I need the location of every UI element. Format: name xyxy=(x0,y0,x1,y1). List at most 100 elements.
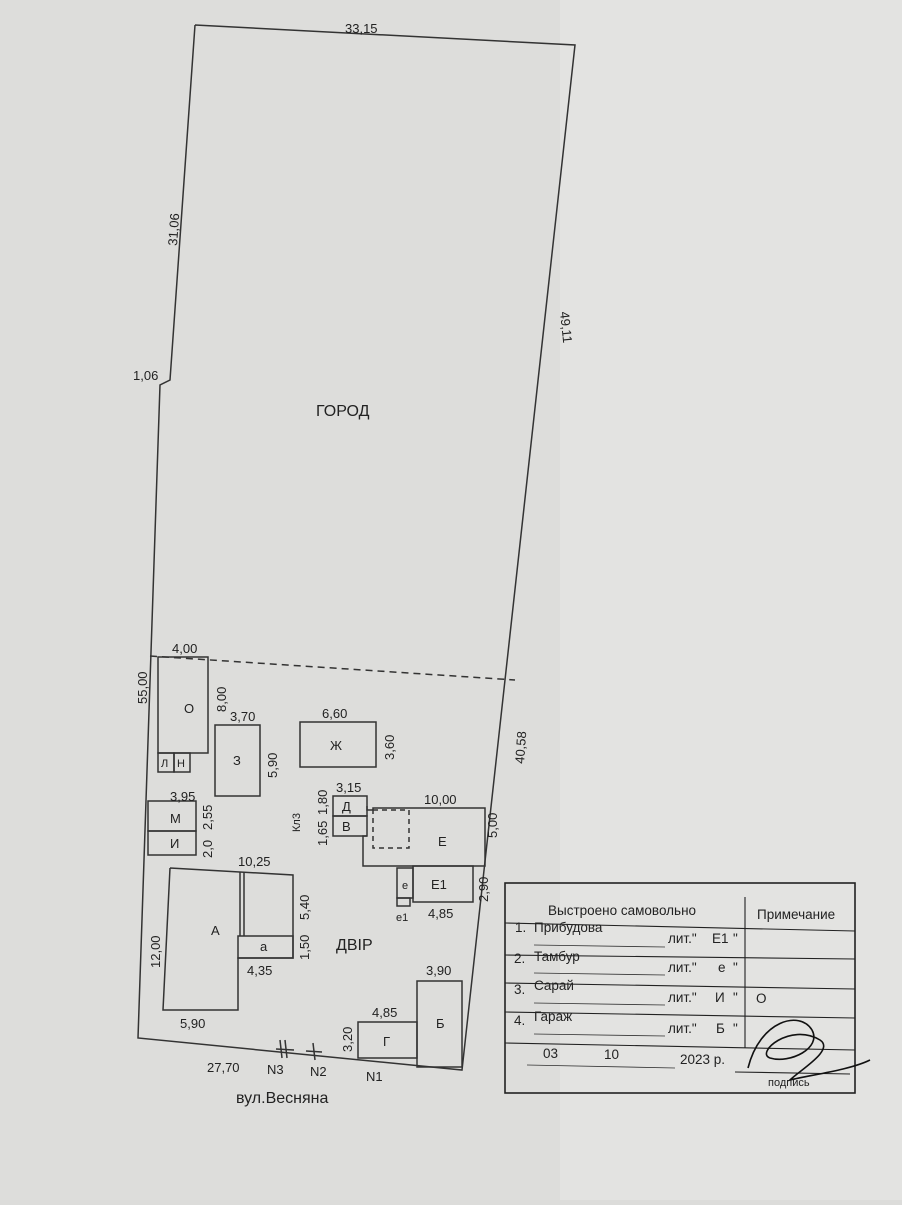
building-e1-height: 2,90 xyxy=(476,877,491,902)
table-row2-lit-suffix: " xyxy=(733,960,738,975)
building-e1-width: 4,85 xyxy=(428,906,453,921)
building-e1-label: Е1 xyxy=(431,877,447,892)
table-row-divider-4 xyxy=(504,1042,856,1051)
building-i xyxy=(147,830,197,856)
table-row1-name: Прибудова xyxy=(534,920,603,935)
row3-name-underline xyxy=(533,1002,666,1006)
building-m-label: М xyxy=(170,811,181,826)
marker-n1-label: N1 xyxy=(366,1069,383,1084)
marker-n3-label: N3 xyxy=(267,1062,284,1077)
building-g-label: Г xyxy=(383,1034,390,1049)
table-row4-name: Гараж xyxy=(534,1009,572,1024)
building-e-height: 5,00 xyxy=(485,813,500,838)
building-a-width: 10,25 xyxy=(238,854,271,869)
building-d-height: 1,80 xyxy=(315,790,330,815)
signature-line xyxy=(734,1071,851,1075)
table-row3-note: О xyxy=(756,991,767,1006)
dim-right-lower: 40,58 xyxy=(512,731,529,765)
paper-light-area xyxy=(560,0,902,1200)
dim-left-lower: 55,00 xyxy=(135,671,150,704)
dim-left-upper: 31,06 xyxy=(165,213,182,247)
building-m-width: 3,95 xyxy=(170,789,195,804)
dim-jog: 1,06 xyxy=(133,368,158,383)
marker-n2-label: N2 xyxy=(310,1064,327,1079)
table-row3-lit: И xyxy=(715,990,725,1005)
date-month: 10 xyxy=(604,1047,619,1062)
building-a-side: 5,40 xyxy=(297,895,312,920)
building-e-inner-dashed xyxy=(372,809,410,849)
building-n xyxy=(173,752,191,773)
building-v-label: В xyxy=(342,819,351,834)
table-row2-lit-prefix: лит." xyxy=(668,960,697,975)
building-d-width: 3,15 xyxy=(336,780,361,795)
table-row3-lit-prefix: лит." xyxy=(668,990,697,1005)
building-o-label: О xyxy=(184,701,194,716)
building-z-height: 5,90 xyxy=(265,753,280,778)
table-row4-lit-suffix: " xyxy=(733,1021,738,1036)
building-n-label: Н xyxy=(177,758,185,770)
table-row3-num: 3. xyxy=(514,982,525,997)
table-header-divider xyxy=(504,922,856,932)
building-b-width: 3,90 xyxy=(426,963,451,978)
table-col2-header: Примечание xyxy=(757,907,835,922)
table-row4-lit-prefix: лит." xyxy=(668,1021,697,1036)
date-day: 03 xyxy=(543,1046,558,1061)
building-e-small-label: е xyxy=(402,880,408,892)
building-i-label: И xyxy=(170,836,179,851)
building-o-width: 4,00 xyxy=(172,641,197,656)
table-row1-lit: Е1 xyxy=(712,931,729,946)
building-a-small-height: 1,50 xyxy=(297,935,312,960)
building-e xyxy=(362,806,486,867)
building-k-label: Кл3 xyxy=(291,813,303,832)
garden-yard-divider xyxy=(149,655,516,681)
dim-bottom: 27,70 xyxy=(207,1060,240,1075)
signature-caption: подпись xyxy=(768,1077,810,1089)
building-v xyxy=(332,815,368,837)
signature-scribble xyxy=(747,1019,871,1082)
building-a-small-width: 4,35 xyxy=(247,963,272,978)
row2-name-underline xyxy=(533,972,666,976)
marker-n3-tick xyxy=(275,1048,295,1051)
table-row-divider-1 xyxy=(504,954,856,960)
zone-yard-label: ДВІР xyxy=(336,937,373,954)
building-e1-small-label: е1 xyxy=(396,912,408,924)
building-z-width: 3,70 xyxy=(230,709,255,724)
building-i-height: 2,0 xyxy=(200,840,215,858)
table-row3-lit-suffix: " xyxy=(733,990,738,1005)
building-l-label: Л xyxy=(161,758,168,770)
plot-boundary xyxy=(137,24,576,1071)
table-row1-lit-suffix: " xyxy=(733,931,738,946)
building-g-height: 3,20 xyxy=(340,1027,355,1052)
building-v-height: 1,65 xyxy=(315,821,330,846)
building-g xyxy=(357,1021,418,1059)
table-row-divider-2 xyxy=(504,982,856,990)
unauthorized-construction-table: Выстроено самовольно Примечание 1. Прибу… xyxy=(504,882,871,1094)
street-name: вул.Весняна xyxy=(236,1090,328,1107)
row1-name-underline xyxy=(533,944,666,948)
building-a-height: 12,00 xyxy=(148,935,163,968)
row4-name-underline xyxy=(533,1033,666,1037)
building-a-bottom: 5,90 xyxy=(180,1016,205,1031)
table-row4-lit: Б xyxy=(716,1021,725,1036)
building-e1-small xyxy=(396,897,411,907)
table-col1-header: Выстроено самовольно xyxy=(548,903,696,918)
dim-right-upper: 49,11 xyxy=(557,311,575,344)
building-z xyxy=(214,724,261,797)
building-d-label: Д xyxy=(342,799,351,814)
table-row2-num: 2. xyxy=(514,951,525,966)
table-row4-num: 4. xyxy=(514,1013,525,1028)
table-row1-num: 1. xyxy=(515,920,526,935)
building-zh-height: 3,60 xyxy=(382,735,397,760)
building-zh-width: 6,60 xyxy=(322,706,347,721)
building-e-label: Е xyxy=(438,834,447,849)
building-b-label: Б xyxy=(436,1016,445,1031)
date-underline xyxy=(526,1064,676,1069)
table-row2-name: Тамбур xyxy=(534,949,580,964)
zone-garden-label: ГОРОД xyxy=(316,403,370,420)
building-o-height: 8,00 xyxy=(214,687,229,712)
building-zh xyxy=(299,721,377,768)
building-e-width: 10,00 xyxy=(424,792,457,807)
building-zh-label: Ж xyxy=(330,738,342,753)
